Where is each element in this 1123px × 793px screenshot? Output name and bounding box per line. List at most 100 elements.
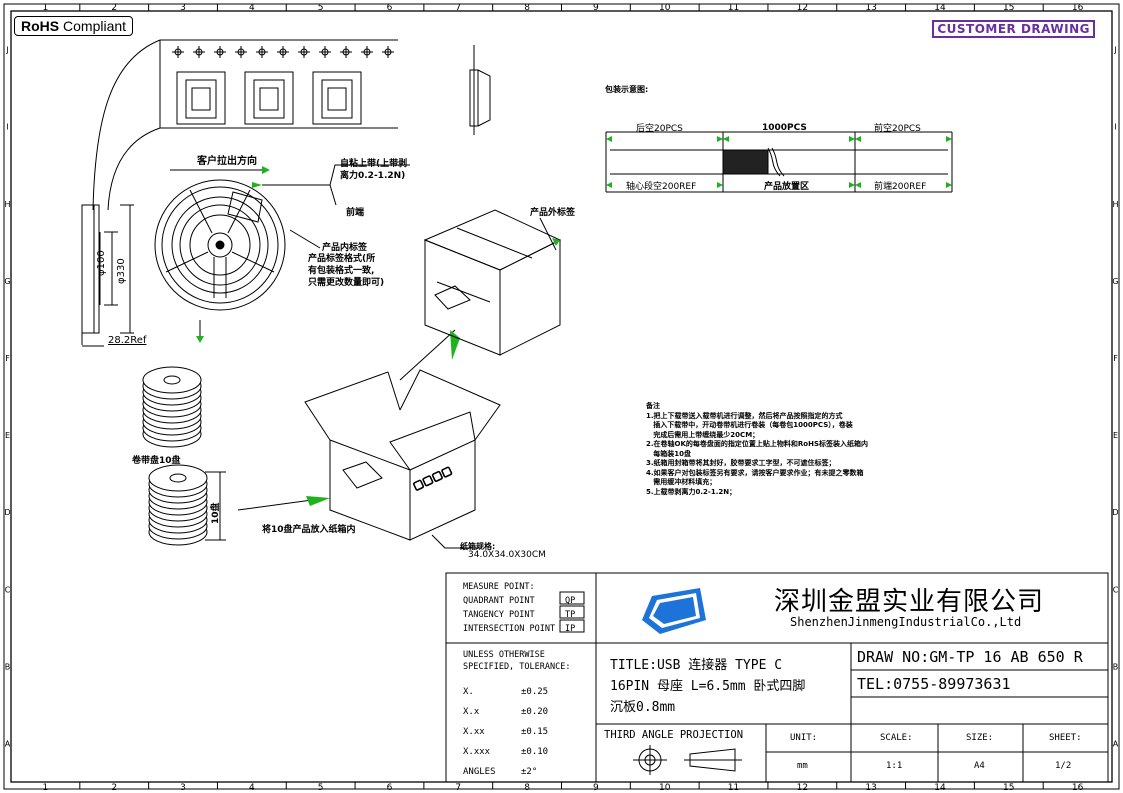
grid-row-label-right: F [1113,354,1118,363]
grid-row-label-left: J [5,46,8,55]
measure-point-code: TP [565,610,576,620]
note-line: 需用缓冲材料填充； [646,478,717,486]
grid-col-label-top: 1 [43,3,49,13]
outer-label-arrow [552,238,560,246]
open-carton: ▢▢▢▢ [304,369,501,541]
grid-row-label-left: A [5,739,11,748]
tolerance-key: X. [463,687,474,697]
sprocket-crosshair [298,46,310,58]
grid-col-label-top: 11 [728,3,739,13]
stack-dimension [205,471,226,541]
tolerance-value: ±2° [521,767,538,777]
grid-row-label-right: G [1112,277,1118,286]
tolerance-value: ±0.20 [521,707,549,717]
note-line: 插入下载带中，开动卷带机进行卷装（每卷包1000PCS），卷装 [646,421,853,429]
grid-col-label-top: 6 [387,3,393,13]
grid-col-label-top: 10 [659,3,671,13]
reel-stack-top [142,366,202,448]
note-line: 3.纸箱用封箱带将其封好，胶带要求工字型，不可遮住标签； [646,459,836,467]
company-name-en: ShenzhenJinmengIndustrialCo.,Ltd [790,615,1022,629]
qty-label: 1000PCS [762,123,807,133]
sprocket-crosshair [382,46,394,58]
grid-col-label-bottom: 15 [1003,783,1014,793]
grid-col-label-bottom: 1 [43,783,49,793]
tape-pocket-3 [312,71,362,125]
reel-stack-bottom [148,464,208,546]
grid-col-label-bottom: 10 [659,783,671,793]
carton-spec-leader [431,534,480,549]
title-line2: 16PIN 母座 L=6.5mm 卧式四脚 [610,679,806,694]
tolerance-key: ANGLES [463,767,496,777]
unit-header: UNIT: [790,733,818,743]
note-line: 每箱装10盘 [646,449,692,458]
grid-col-label-top: 7 [455,3,461,13]
cover-tape-text: 自粘上带(上带剥 [340,159,408,169]
grid-col-label-bottom: 5 [318,783,324,793]
grid-row-label-right: A [1113,739,1119,748]
sprocket-crosshair [214,46,226,58]
up-arrow-head [450,330,460,360]
tolerance-row: X.x±0.20 [463,702,583,722]
packing-diagram [605,131,953,193]
sprocket-crosshair [277,46,289,58]
company-logo-icon [642,588,706,634]
title-line1: TITLE:USB 连接器 TYPE C [610,658,783,673]
grid-col-label-top: 2 [111,3,117,13]
label-format-line3: 只需更改数量即可) [308,278,385,288]
cover-force-text: 离力0.2-1.2N) [340,171,406,181]
grid-col-label-bottom: 12 [797,783,808,793]
grid-col-label-bottom: 4 [249,783,255,793]
rear-empty-label: 后空20PCS [636,124,683,134]
tape-pocket-2 [244,71,294,125]
sprocket-crosshair [361,46,373,58]
carton-size: 34.0X34.0X30CM [468,550,546,560]
notes-title: 备注 [646,402,660,410]
note-line: 2.在卷轴OK的每卷盘面的指定位置上贴上物料和RoHS标签装入纸箱内 [646,440,869,448]
measure-point-code: QP [565,596,576,606]
title-block-frame [445,572,1109,783]
reel-hub [169,473,187,483]
tolerance-row: ANGLES ±2° [463,762,583,782]
note-line: 4.如果客户对包装标签另有要求，请按客户要求作业；有未提之零数箱 [646,468,864,477]
grid-col-label-top: 4 [249,3,255,13]
unit-value: mm [797,761,808,771]
tape-pocket-1 [176,71,226,125]
sprocket-crosshair [319,46,331,58]
measure-point-label: TANGENCY POINT [463,610,535,620]
cover-tape-label: 自粘上带(上带剥 离力0.2-1.2N) [340,158,407,182]
sprocket-crosshair [193,46,205,58]
axis-empty-label: 轴心段空200REF [626,182,697,192]
front-end-label: 前端 [346,208,365,218]
pull-direction-label: 客户拉出方向 [197,156,257,167]
sprocket-crosshair [235,46,247,58]
grid-col-label-top: 12 [797,3,808,13]
ten-reels-label: 10盘 [211,502,221,524]
grid-row-label-left: B [5,662,11,671]
grid-col-label-bottom: 16 [1072,783,1084,793]
grid-col-label-bottom: 3 [180,783,186,793]
grid-row-label-right: E [1113,431,1118,440]
reel-front-view [154,179,321,311]
reel-hub [163,375,181,385]
grid-row-label-right: C [1113,585,1119,594]
grid-row-label-left: G [4,277,10,286]
sprocket-crosshair [256,46,268,58]
tolerance-title: UNLESS OTHERWISE SPECIFIED, TOLERANCE: [463,649,570,673]
tolerance-value: ±0.15 [521,727,549,737]
sprocket-crosshair [340,46,352,58]
grid-row-label-left: E [5,431,10,440]
size-header: SIZE: [966,733,994,743]
grid-col-label-bottom: 11 [728,783,739,793]
rohs-badge: RoHS Compliant [14,16,134,36]
label-format-line2: 有包装格式一致, [308,266,375,276]
carrier-tape [92,39,491,211]
carton-spec-title: 纸箱规格: [460,542,496,551]
tolerance-row: X.xxx±0.10 [463,742,583,762]
grid-col-label-top: 8 [524,3,530,13]
